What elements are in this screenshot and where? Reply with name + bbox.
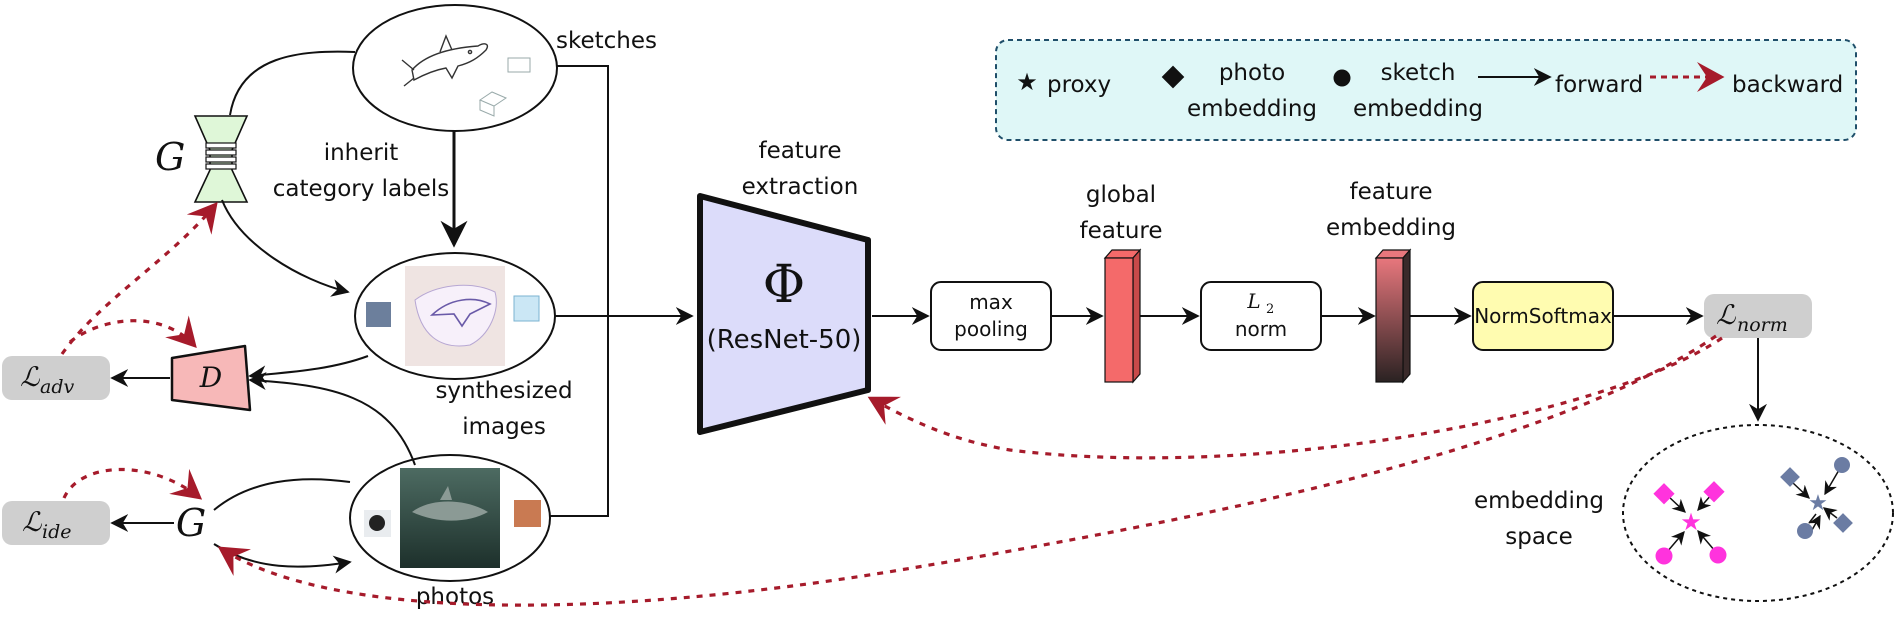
loss-norm-subscript: norm	[1737, 314, 1788, 336]
loss-adv-symbol: ℒ	[20, 362, 40, 393]
legend-proxy-label: proxy	[1047, 72, 1111, 98]
loss-norm-symbol: ℒ	[1716, 300, 1736, 331]
synthesized-label-line1: synthesized	[435, 378, 572, 404]
discriminator-label: D	[199, 361, 222, 394]
phi-name: (ResNet-50)	[707, 325, 862, 355]
feature-embedding-bar	[1375, 257, 1404, 383]
embedding-space-ellipse	[1622, 424, 1894, 602]
sketch-photo-merge-line	[550, 65, 609, 517]
sketch-to-g-line	[229, 50, 356, 116]
max-pooling: max pooling	[930, 281, 1052, 351]
legend-photo-embedding-label: embedding	[1187, 96, 1317, 122]
legend-backward-label: backward	[1732, 72, 1843, 98]
proxy-star-icon: ★	[1016, 68, 1038, 96]
photos-to-g-line	[213, 478, 351, 511]
embedding-space: embedding space ★ ★	[1474, 424, 1894, 602]
loss-ide-box	[2, 501, 110, 545]
feature-extractor: feature extraction Φ (ResNet-50)	[697, 138, 871, 435]
normsoftmax: NormSoftmax	[1472, 281, 1614, 351]
synth-to-d-arrow	[248, 355, 369, 384]
inherit-label-line2: category labels	[273, 176, 450, 202]
photo-thumb-right	[514, 500, 541, 527]
sketch-embedding-dot	[1797, 523, 1813, 539]
loss-adv-subscript: adv	[40, 376, 74, 398]
backward-lide-to-g	[62, 467, 203, 500]
feature-embedding: feature embedding	[1326, 179, 1456, 384]
loss-norm-box	[1704, 294, 1812, 338]
sketches-group: sketches	[352, 4, 657, 132]
backward-ladv-to-g	[60, 201, 218, 355]
generator-bottom-label: G	[176, 501, 206, 545]
loss-adv: ℒ adv	[2, 356, 110, 400]
global-feature: global feature	[1079, 182, 1163, 384]
proxy-star: ★	[1680, 508, 1702, 536]
legend-sketch-embedding-label: embedding	[1353, 96, 1483, 122]
global-feature-label-line2: feature	[1079, 218, 1162, 244]
embedding-space-label-line1: embedding	[1474, 488, 1604, 514]
loss-adv-box	[2, 356, 110, 400]
l2-norm-label: norm	[1235, 317, 1287, 341]
loss-ide-symbol: ℒ	[22, 507, 42, 538]
feature-extraction-label-line2: extraction	[742, 174, 859, 200]
photos-label: photos	[416, 584, 494, 610]
phi-resnet-box	[697, 193, 871, 435]
g-to-photos-arrow	[213, 543, 352, 574]
photo-embedding-diamond	[1780, 467, 1800, 487]
sketch-dot-icon	[1333, 69, 1351, 87]
small-sketch-icons	[478, 57, 531, 117]
loss-ide-subscript: ide	[42, 521, 71, 543]
inherit-label-line1: inherit	[324, 140, 399, 166]
photos-group: photos	[349, 454, 551, 610]
g-to-synth-arrow	[221, 199, 350, 297]
legend: ★ proxy photo embedding sketch embedding…	[995, 39, 1857, 141]
sketches-ellipse	[352, 4, 558, 132]
proxy-star: ★	[1808, 491, 1828, 516]
sketch-embedding-dot	[1834, 457, 1850, 473]
max-pooling-label-line1: max	[969, 290, 1013, 314]
legend-sketch-label: sketch	[1381, 60, 1456, 86]
generator-top-label: G	[155, 135, 185, 179]
backward-paths	[60, 201, 1723, 607]
loss-ide: ℒ ide	[2, 501, 110, 545]
photo-embedding-diamond	[1653, 483, 1675, 505]
legend-forward-label: forward	[1555, 72, 1643, 98]
feature-extraction-label-line1: feature	[758, 138, 841, 164]
normsoftmax-label: NormSoftmax	[1474, 304, 1612, 328]
sketch-embedding-dot	[1655, 547, 1673, 565]
backward-lnorm-to-phi	[867, 336, 1723, 460]
synthesized-group: synthesized images	[354, 252, 573, 440]
photo-embedding-diamond	[1833, 513, 1853, 533]
cluster-blue: ★	[1780, 457, 1853, 539]
discriminator-box	[170, 344, 252, 412]
sketch-embedding-dot	[1709, 546, 1727, 564]
backward-ladv-to-d	[69, 315, 197, 348]
photo-diamond-icon	[1161, 65, 1185, 89]
l2-norm: L 2 norm	[1200, 281, 1322, 351]
synth-thumb-right	[513, 295, 540, 322]
photos-to-d-arrow	[248, 372, 416, 466]
max-pooling-label-line2: pooling	[954, 317, 1028, 341]
legend-box	[995, 39, 1857, 141]
legend-photo-label: photo	[1219, 60, 1285, 86]
synthesized-label-line2: images	[462, 414, 546, 440]
generator-top: G	[155, 115, 249, 203]
sketches-label: sketches	[556, 28, 657, 54]
photo-cluster-magenta: ★	[1653, 481, 1727, 565]
embedding-space-label-line2: space	[1505, 524, 1572, 550]
phi-symbol: Φ	[763, 255, 806, 315]
l2-symbol: L	[1246, 289, 1260, 313]
synth-thumb-left	[366, 302, 391, 327]
feature-embedding-label-line1: feature	[1349, 179, 1432, 205]
global-feature-label-line1: global	[1086, 182, 1156, 208]
feature-embedding-label-line2: embedding	[1326, 215, 1456, 241]
l2-subscript: 2	[1266, 302, 1274, 317]
global-feature-bar	[1104, 257, 1134, 383]
shark-sketch-icon	[401, 34, 489, 87]
loss-norm: ℒ norm	[1704, 294, 1812, 338]
discriminator: D	[170, 344, 252, 412]
